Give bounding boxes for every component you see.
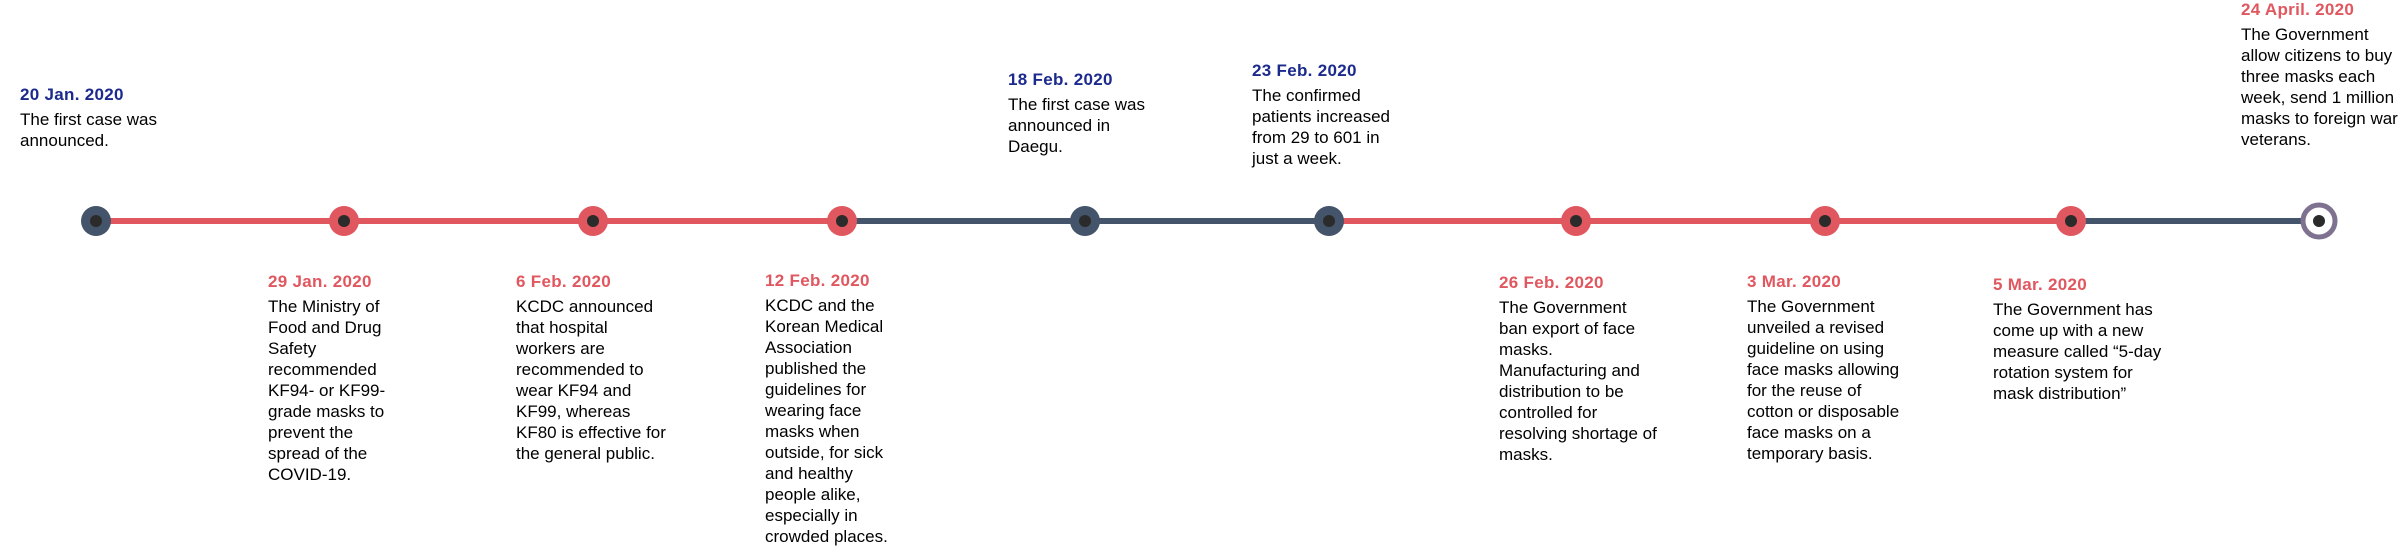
timeline-node: [1561, 206, 1591, 236]
event-date: 20 Jan. 2020: [20, 85, 124, 104]
event-description: The first case was announced in Daegu.: [1008, 95, 1145, 156]
event-5: 18 Feb. 2020 The first case was announce…: [1008, 70, 1168, 157]
event-description: The Government has come up with a new me…: [1993, 300, 2162, 403]
event-description: The Ministry of Food and Drug Safety rec…: [268, 297, 386, 484]
event-10: 24 April. 2020 The Government allow citi…: [2241, 0, 2401, 150]
event-description: The Government ban export of face masks.…: [1499, 298, 1657, 464]
event-date: 24 April. 2020: [2241, 0, 2355, 19]
event-9: 5 Mar. 2020 The Government has come up w…: [1993, 275, 2163, 404]
event-8: 3 Mar. 2020 The Government unveiled a re…: [1747, 272, 1902, 464]
event-description: The confirmed patients increased from 29…: [1252, 86, 1390, 168]
timeline-node: [827, 206, 857, 236]
event-description: The Government unveiled a revised guidel…: [1747, 297, 1900, 463]
event-date: 26 Feb. 2020: [1499, 273, 1604, 292]
timeline-node: [81, 206, 111, 236]
event-description: The first case was announced.: [20, 110, 157, 150]
event-date: 12 Feb. 2020: [765, 271, 870, 290]
timeline-node: [1314, 206, 1344, 236]
event-description: The Government allow citizens to buy thr…: [2241, 25, 2398, 149]
event-date: 29 Jan. 2020: [268, 272, 372, 291]
timeline-node: [578, 206, 608, 236]
event-2: 29 Jan. 2020 The Ministry of Food and Dr…: [268, 272, 408, 485]
event-description: KCDC announced that hospital workers are…: [516, 297, 666, 463]
timeline-node: [1810, 206, 1840, 236]
timeline-end-node: [2300, 202, 2338, 240]
event-3: 6 Feb. 2020 KCDC announced that hospital…: [516, 272, 671, 464]
event-date: 23 Feb. 2020: [1252, 61, 1357, 80]
event-date: 6 Feb. 2020: [516, 272, 611, 291]
event-1: 20 Jan. 2020 The first case was announce…: [20, 85, 190, 151]
timeline-node: [2056, 206, 2086, 236]
event-description: KCDC and the Korean Medical Association …: [765, 296, 888, 546]
event-date: 5 Mar. 2020: [1993, 275, 2088, 294]
timeline-node: [329, 206, 359, 236]
event-date: 3 Mar. 2020: [1747, 272, 1842, 291]
event-4: 12 Feb. 2020 KCDC and the Korean Medical…: [765, 271, 900, 547]
timeline-node: [1070, 206, 1100, 236]
event-date: 18 Feb. 2020: [1008, 70, 1113, 89]
event-7: 26 Feb. 2020 The Government ban export o…: [1499, 273, 1659, 465]
event-6: 23 Feb. 2020 The confirmed patients incr…: [1252, 61, 1407, 169]
